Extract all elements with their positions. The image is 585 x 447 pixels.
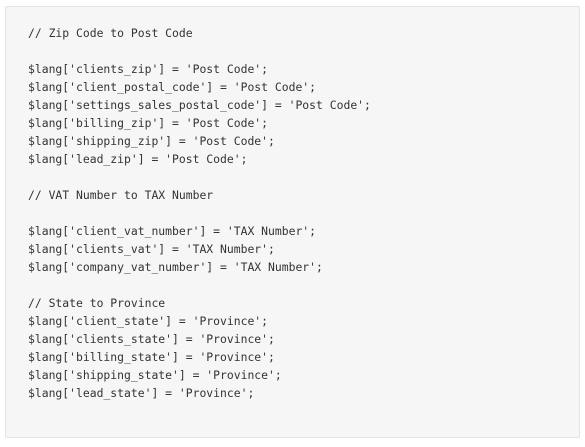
code-comment-vat: // VAT Number to TAX Number xyxy=(28,188,214,202)
code-line-settings-sales-postal-code: $lang['settings_sales_postal_code'] = 'P… xyxy=(28,98,371,112)
code-comment-state: // State to Province xyxy=(28,296,166,310)
code-line-company-vat-number: $lang['company_vat_number'] = 'TAX Numbe… xyxy=(28,260,323,274)
code-line-client-vat-number: $lang['client_vat_number'] = 'TAX Number… xyxy=(28,224,317,238)
code-line-shipping-state: $lang['shipping_state'] = 'Province'; xyxy=(28,368,282,382)
code-blank-line xyxy=(28,168,579,186)
code-line-client-state: $lang['client_state'] = 'Province'; xyxy=(28,314,269,328)
code-line-shipping-zip: $lang['shipping_zip'] = 'Post Code'; xyxy=(28,134,275,148)
code-blank-line xyxy=(28,42,579,60)
code-line-billing-zip: $lang['billing_zip'] = 'Post Code'; xyxy=(28,116,269,130)
code-line-clients-zip: $lang['clients_zip'] = 'Post Code'; xyxy=(28,62,269,76)
code-line-billing-state: $lang['billing_state'] = 'Province'; xyxy=(28,350,275,364)
code-line-lead-zip: $lang['lead_zip'] = 'Post Code'; xyxy=(28,152,248,166)
code-comment-zip: // Zip Code to Post Code xyxy=(28,26,193,40)
code-line-lead-state: $lang['lead_state'] = 'Province'; xyxy=(28,386,255,400)
code-line-client-postal-code: $lang['client_postal_code'] = 'Post Code… xyxy=(28,80,317,94)
code-block: // Zip Code to Post Code $lang['clients_… xyxy=(5,6,580,438)
code-line-clients-state: $lang['clients_state'] = 'Province'; xyxy=(28,332,275,346)
code-line-clients-vat: $lang['clients_vat'] = 'TAX Number'; xyxy=(28,242,275,256)
code-blank-line xyxy=(28,204,579,222)
code-blank-line xyxy=(28,276,579,294)
